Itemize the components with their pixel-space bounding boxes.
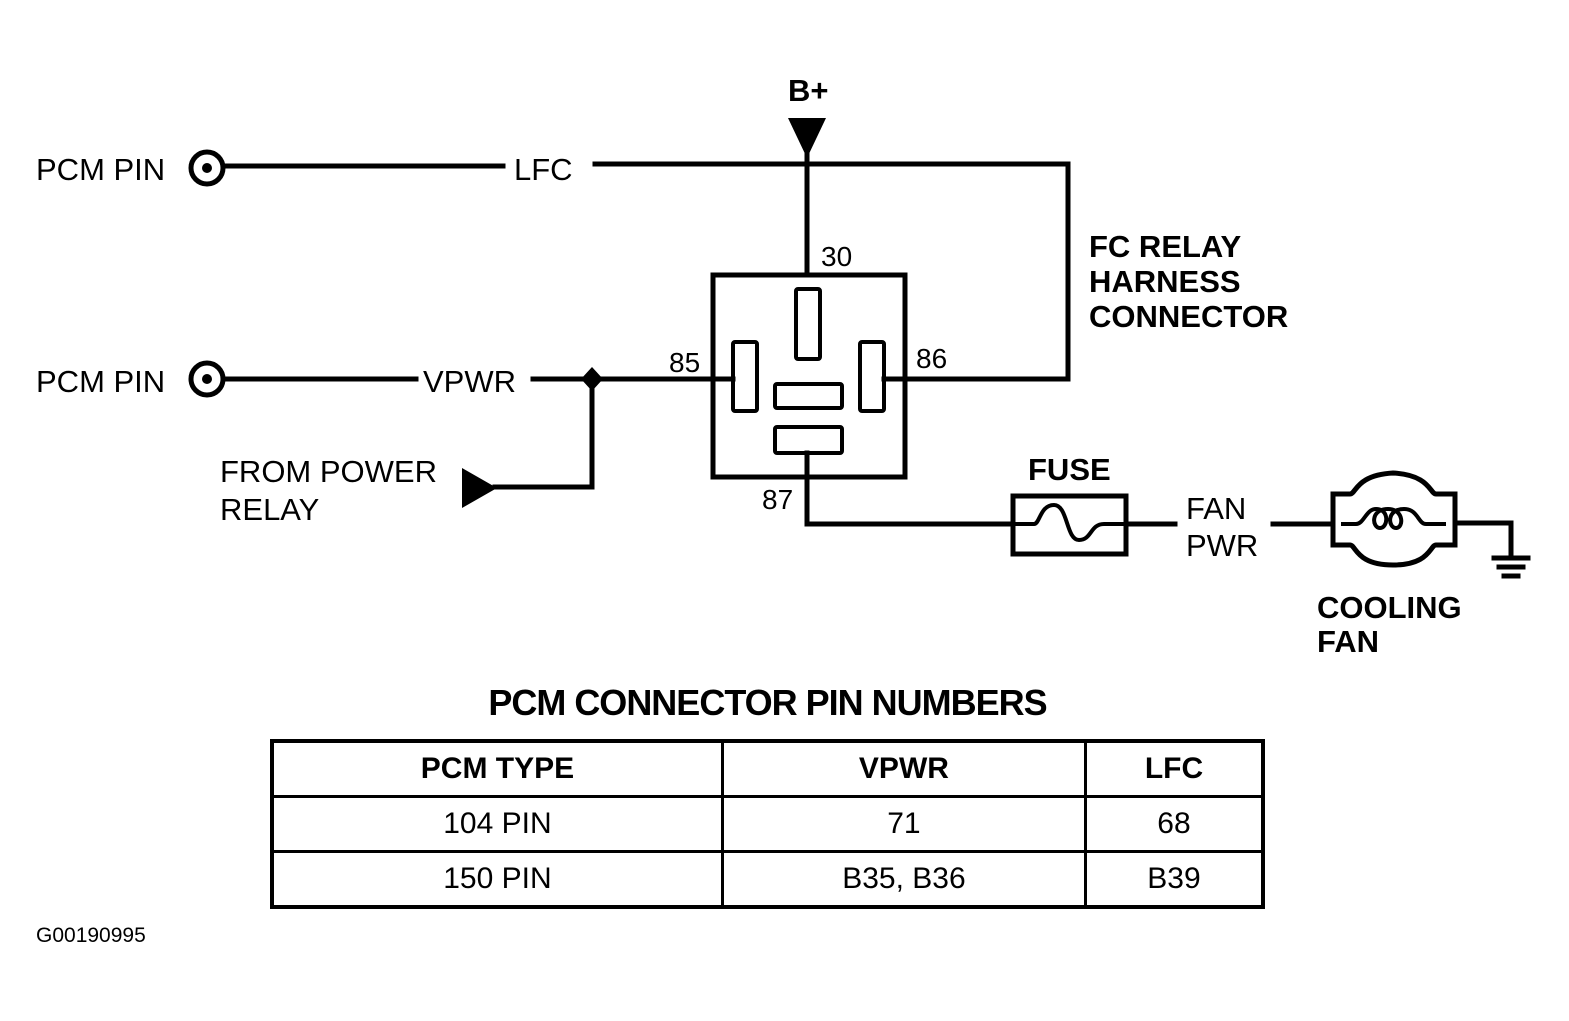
cell-lfc: 68 <box>1083 795 1265 853</box>
terminal-86-label: 86 <box>916 343 947 374</box>
table-row: 104 PIN 71 68 <box>270 795 1265 853</box>
table-row: 150 PIN B35, B36 B39 <box>270 850 1265 909</box>
terminal-86-blade <box>858 340 886 413</box>
lfc-label: LFC <box>514 152 573 187</box>
battery-feed-arrow-icon <box>788 118 826 158</box>
vpwr-label: VPWR <box>423 364 516 399</box>
cell-lfc: B39 <box>1083 850 1265 909</box>
cooling-fan-label-line2: FAN <box>1317 624 1379 659</box>
relay-connector-icon <box>710 272 908 480</box>
vpwr-wire <box>221 376 715 490</box>
lfc-wire <box>223 161 1071 382</box>
pcm-pin-top-label: PCM PIN <box>36 152 165 187</box>
relay-title-line3: CONNECTOR <box>1089 299 1288 334</box>
pcm-pin-connector-icon <box>188 360 226 398</box>
fuse-label: FUSE <box>1028 452 1111 487</box>
header-pcm-type: PCM TYPE <box>270 739 724 798</box>
terminal-85-label: 85 <box>669 347 700 378</box>
table-header-row: PCM TYPE VPWR LFC <box>270 739 1265 798</box>
from-power-relay-label-line1: FROM POWER <box>220 454 437 489</box>
from-power-relay-label-line2: RELAY <box>220 492 319 527</box>
pcm-pin-table: PCM TYPE VPWR LFC 104 PIN 71 68 150 PIN … <box>270 739 1265 909</box>
cooling-fan-label-line1: COOLING <box>1317 590 1462 625</box>
cell-pcm-type: 150 PIN <box>270 850 724 909</box>
figure-id: G00190995 <box>36 924 146 947</box>
relay-title-line1: FC RELAY <box>1089 229 1241 264</box>
fan-pwr-label-line1: FAN <box>1186 491 1246 526</box>
fan-feed-wire <box>804 450 1016 527</box>
splice-dot-icon <box>581 367 603 391</box>
center-blade <box>773 382 844 410</box>
header-lfc: LFC <box>1083 739 1265 798</box>
pcm-pin-connector-icon <box>188 149 226 187</box>
ground-icon <box>1452 520 1531 579</box>
pin-table-title: PCM CONNECTOR PIN NUMBERS <box>488 682 1047 723</box>
cell-vpwr: 71 <box>720 795 1087 853</box>
terminal-85-blade <box>731 340 759 413</box>
fuse-icon <box>1010 493 1129 557</box>
terminal-87-label: 87 <box>762 484 793 515</box>
terminal-30-label: 30 <box>821 241 852 272</box>
motor-icon <box>1330 470 1458 568</box>
header-vpwr: VPWR <box>720 739 1087 798</box>
pcm-pin-bottom-label: PCM PIN <box>36 364 165 399</box>
relay-title-line2: HARNESS <box>1089 264 1241 299</box>
b-plus-label: B+ <box>788 73 829 108</box>
terminal-30-blade <box>794 287 822 361</box>
terminal-87-blade <box>773 425 844 455</box>
fan-pwr-label-line2: PWR <box>1186 528 1258 563</box>
cell-pcm-type: 104 PIN <box>270 795 724 853</box>
power-relay-arrow-icon <box>462 468 497 508</box>
cell-vpwr: B35, B36 <box>720 850 1087 909</box>
